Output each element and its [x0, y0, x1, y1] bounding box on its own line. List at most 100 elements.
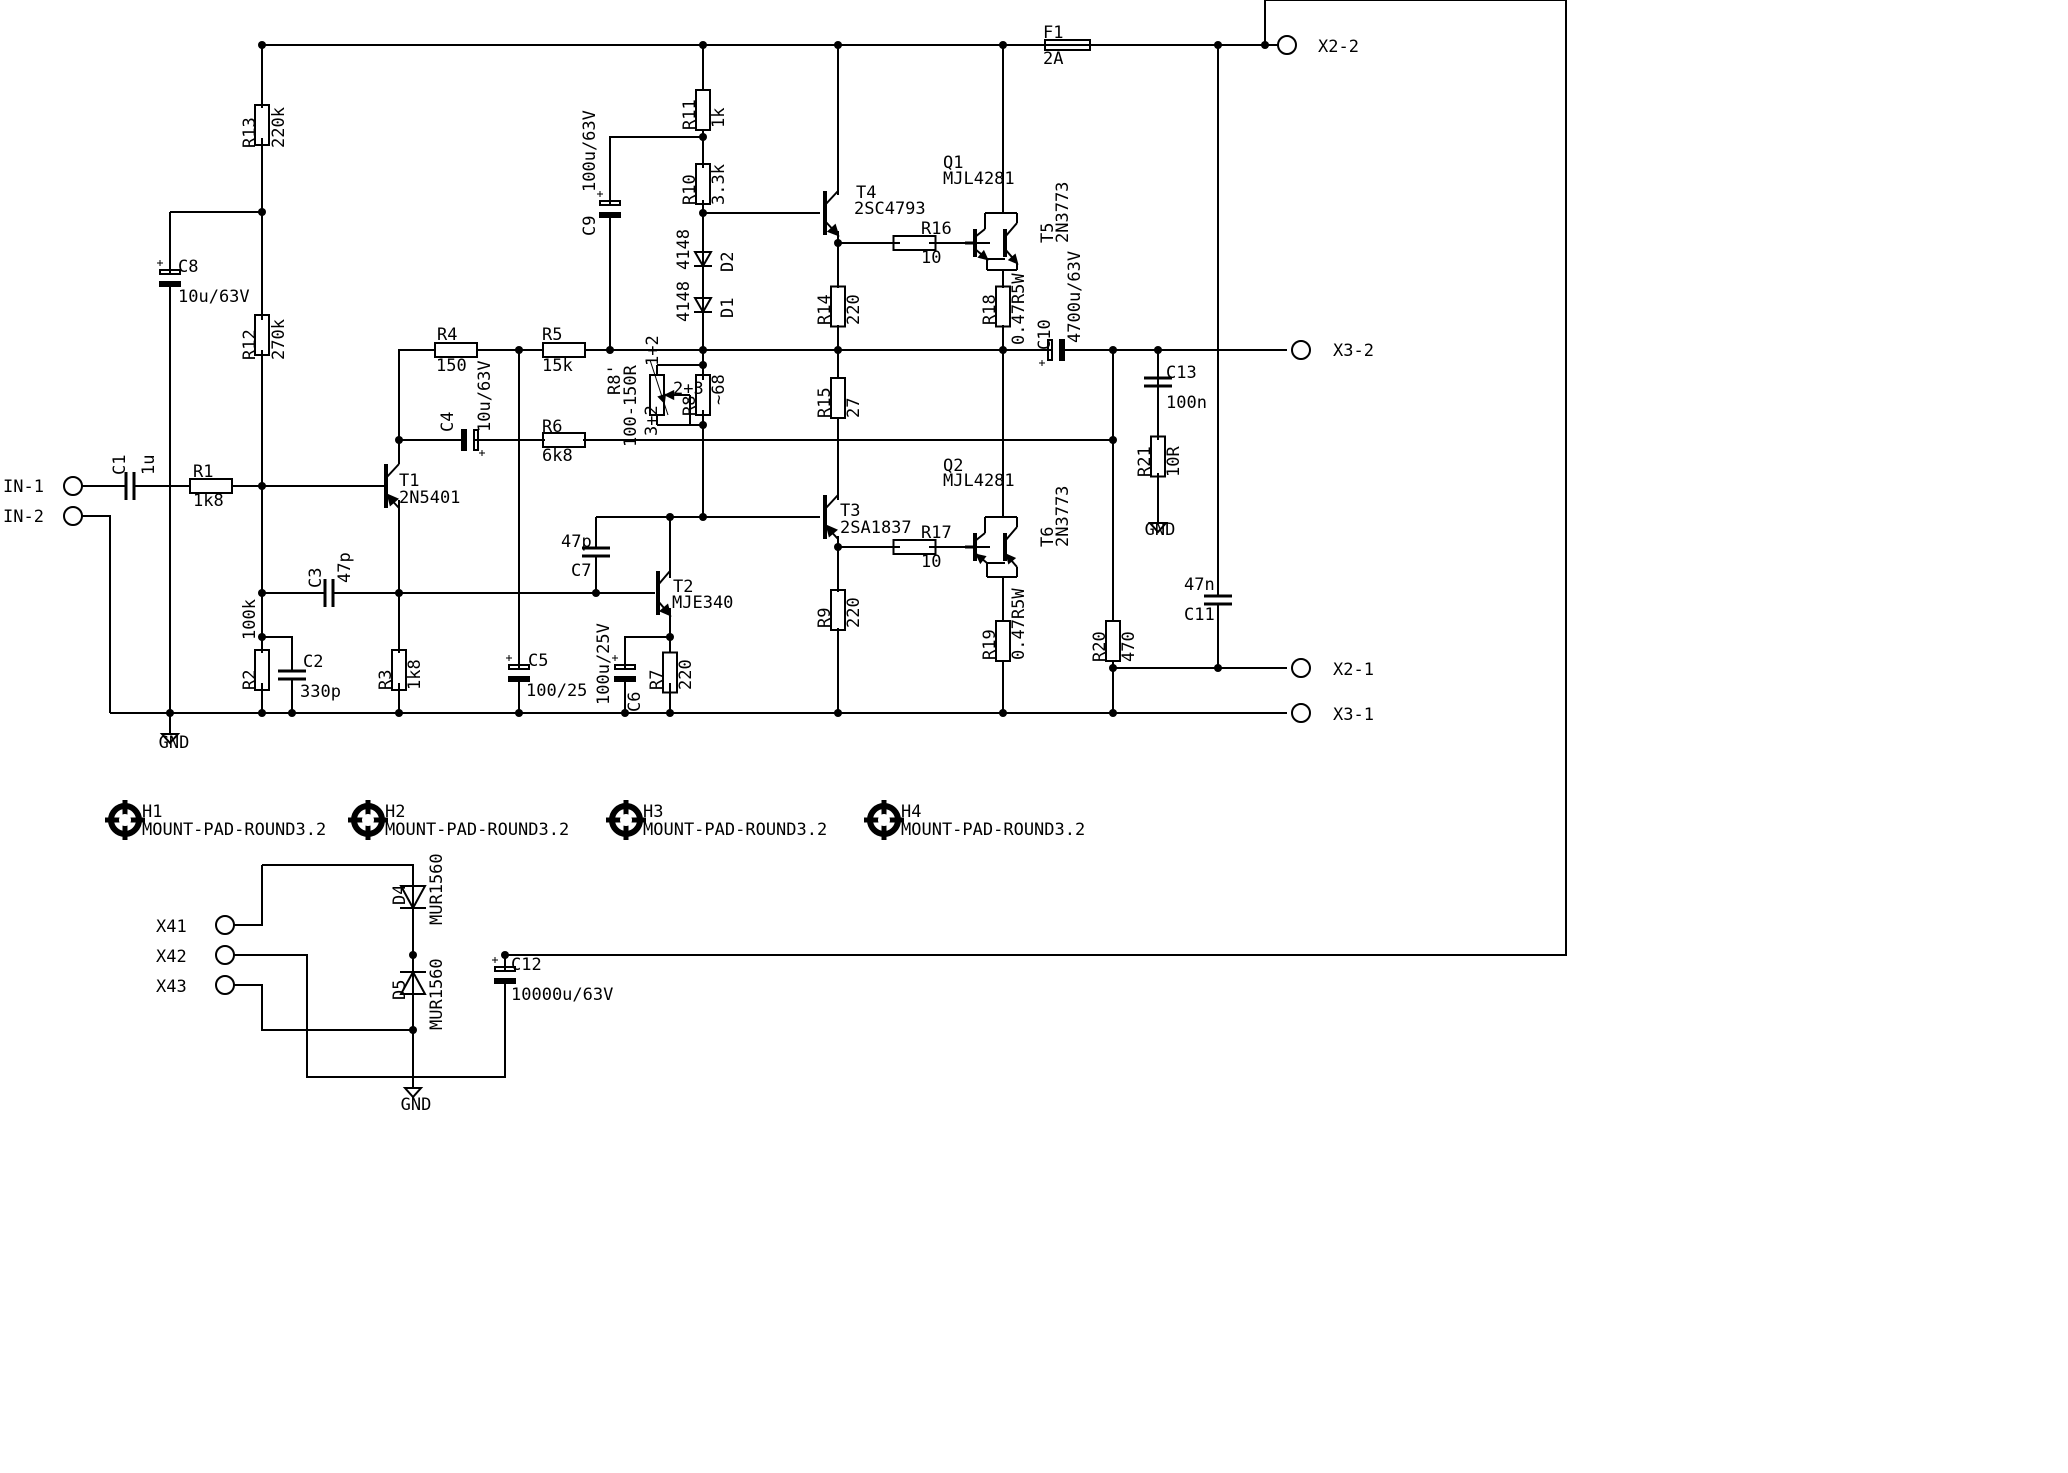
- junction-dot: [258, 589, 266, 597]
- capacitor-c1: [110, 472, 150, 500]
- line: [824, 190, 839, 206]
- arrow: [1007, 253, 1019, 265]
- connector-x2-2-pin: [1277, 35, 1297, 55]
- connector-label: X2-1: [1333, 660, 1374, 680]
- junction-dot: [999, 346, 1007, 354]
- capacitor-c8: [157, 260, 181, 292]
- cap-plate: [508, 676, 530, 682]
- h2-value: MOUNT-PAD-ROUND3.2: [385, 820, 569, 840]
- mount-pad-h1: [105, 800, 145, 840]
- resistor-body: [695, 89, 711, 131]
- r14-value: 220: [844, 294, 864, 325]
- junction-dot: [621, 709, 629, 717]
- c4-ref: C4: [438, 412, 458, 432]
- cap-plate: [159, 269, 181, 275]
- c8-value: 10u/63V: [178, 287, 250, 307]
- wire: [234, 865, 263, 926]
- r19-value: 0.47R5W: [1009, 588, 1029, 660]
- resistor-r8: [695, 374, 711, 416]
- r2-ref: R2: [240, 670, 260, 690]
- cap-plate: [599, 212, 621, 218]
- junction-dot: [395, 589, 403, 597]
- t4-value: 2SC4793: [854, 199, 926, 219]
- r11-value: 1k: [709, 108, 729, 128]
- junction-dot: [166, 709, 174, 717]
- capacitor-c3: [321, 579, 337, 607]
- r20-value: 470: [1119, 631, 1139, 662]
- c2-value: 330p: [300, 682, 341, 702]
- resistor-body: [892, 235, 937, 251]
- line: [1004, 222, 1018, 238]
- line: [385, 463, 400, 479]
- capacitor-c5: [506, 655, 530, 687]
- gnd-triangle: [159, 733, 181, 745]
- capacitor-c9: [597, 191, 621, 218]
- gnd-symbol: [402, 1082, 424, 1099]
- r13-ref: R13: [240, 117, 260, 148]
- junction-dot: [409, 951, 417, 959]
- gnd-label: GND: [401, 1095, 432, 1115]
- resistor-r10: [695, 160, 711, 208]
- pad-hole: [878, 814, 890, 826]
- cap-plate: [1047, 339, 1053, 361]
- mount-pad-h4: [864, 800, 904, 840]
- arrow: [825, 524, 838, 538]
- r4-ref: R4: [437, 325, 457, 345]
- junction-dot: [666, 633, 674, 641]
- junction-dot: [834, 543, 842, 551]
- connector-label: X3-1: [1333, 705, 1374, 725]
- c3-ref: C3: [306, 568, 326, 588]
- junction-dot: [1261, 41, 1269, 49]
- h3-value: MOUNT-PAD-ROUND3.2: [643, 820, 827, 840]
- t5-value: 2N3773: [1053, 182, 1073, 243]
- junction-dot: [834, 346, 842, 354]
- r16-value: 10: [921, 248, 941, 268]
- d1-value: 4148: [674, 281, 694, 322]
- t3-value: 2SA1837: [840, 518, 912, 538]
- resistor-body: [892, 539, 937, 555]
- capacitor-c7: [582, 544, 610, 560]
- r18-ref: R18: [980, 294, 1000, 325]
- q1-ref: Q1: [943, 153, 963, 173]
- h4-ref: H4: [901, 802, 921, 822]
- resistor-r4: [434, 342, 478, 358]
- h1-ref: H1: [142, 802, 162, 822]
- capacitor-c2: [278, 667, 306, 683]
- capacitor-c12: [492, 957, 516, 989]
- cap-plate: [599, 200, 621, 206]
- arrow: [658, 603, 672, 617]
- resistor-r5: [542, 342, 586, 358]
- h2-ref: H2: [385, 802, 405, 822]
- r15-value: 27: [844, 398, 864, 418]
- c12-value: 10000u/63V: [511, 985, 613, 1005]
- junction-dot: [258, 633, 266, 641]
- q2-value: MJL4281: [943, 471, 1015, 491]
- junction-dot: [999, 709, 1007, 717]
- r6-value: 6k8: [542, 446, 573, 466]
- r14-ref: R14: [815, 294, 835, 325]
- r6-ref: R6: [542, 417, 562, 437]
- pot-pin-label: 1+2: [643, 335, 663, 366]
- resistor-body: [662, 651, 678, 694]
- gnd-label: GND: [1145, 520, 1176, 540]
- resistor-r18: [995, 285, 1011, 328]
- r12-value: 270k: [269, 319, 289, 360]
- resistor-r7: [662, 645, 678, 700]
- r7-ref: R7: [647, 670, 667, 690]
- transistor-t4: [823, 190, 840, 237]
- resistor-r21: [1150, 435, 1166, 478]
- r19-ref: R19: [980, 629, 1000, 660]
- junction-dot: [666, 709, 674, 717]
- line: [649, 359, 669, 416]
- r8p-value: 100-150R: [621, 364, 641, 447]
- darlington-q2: [965, 516, 1018, 578]
- connector-x3-2-pin: [1291, 340, 1311, 360]
- junction-dot: [699, 346, 707, 354]
- r13-value: 220k: [269, 107, 289, 148]
- junction-dot: [592, 589, 600, 597]
- diode-triangle: [693, 297, 713, 315]
- junction-dot: [834, 239, 842, 247]
- junction-dot: [699, 421, 707, 429]
- junction-dot: [834, 41, 842, 49]
